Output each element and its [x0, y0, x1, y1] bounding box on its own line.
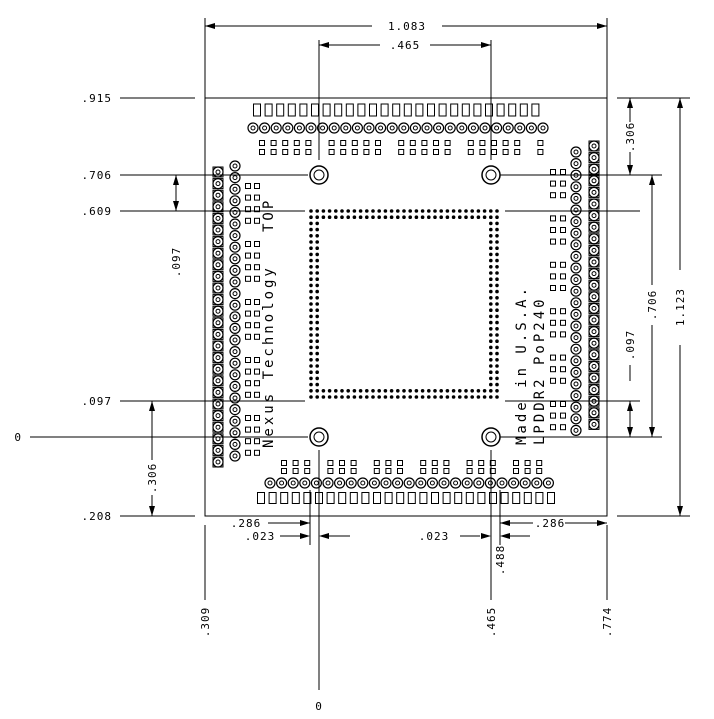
dim-left-097: .097: [170, 247, 183, 278]
dim-hole-spacing-x: .465: [390, 39, 421, 52]
mounting-holes: [309, 165, 501, 447]
dim-bga-bottom: .097: [82, 395, 113, 408]
bga-ball-grid: [309, 209, 499, 399]
dim-bottom-286-right: .286: [535, 517, 566, 530]
dim-left-306: .306: [146, 463, 159, 494]
dim-origin-y: 0: [14, 431, 22, 444]
dim-bottom-286-left: .286: [231, 517, 262, 530]
dim-left-edge-x: .309: [199, 607, 212, 638]
dim-bottom-023-left: .023: [245, 530, 276, 543]
dim-bottom-023-right: .023: [419, 530, 450, 543]
silk-nexus-technology: Nexus Technology: [261, 265, 277, 448]
dim-bottom-488: .488: [494, 545, 507, 576]
dim-overall-height: 1.123: [674, 288, 687, 326]
dim-top-edge: .915: [82, 92, 113, 105]
dim-bga-top: .609: [82, 205, 113, 218]
dim-hole-upper: .706: [82, 169, 113, 182]
dim-right-hole-x: .465: [485, 607, 498, 638]
silk-lpddr2-pop240: LPDDR2 PoP240: [532, 296, 548, 445]
dim-bottom-edge: .208: [82, 510, 113, 523]
dim-right-306: .306: [624, 122, 637, 153]
dim-overall-width: 1.083: [388, 20, 426, 33]
dim-right-097: .097: [624, 330, 637, 361]
board-outline: [204, 97, 608, 517]
solder-pads: [212, 103, 600, 504]
dim-origin-x: 0: [315, 700, 323, 713]
silk-made-in-usa: Made in U.S.A.: [514, 285, 530, 445]
silk-top: TOP: [261, 198, 277, 232]
dim-right-706: .706: [646, 290, 659, 321]
dim-right-edge-x: .774: [601, 607, 614, 638]
